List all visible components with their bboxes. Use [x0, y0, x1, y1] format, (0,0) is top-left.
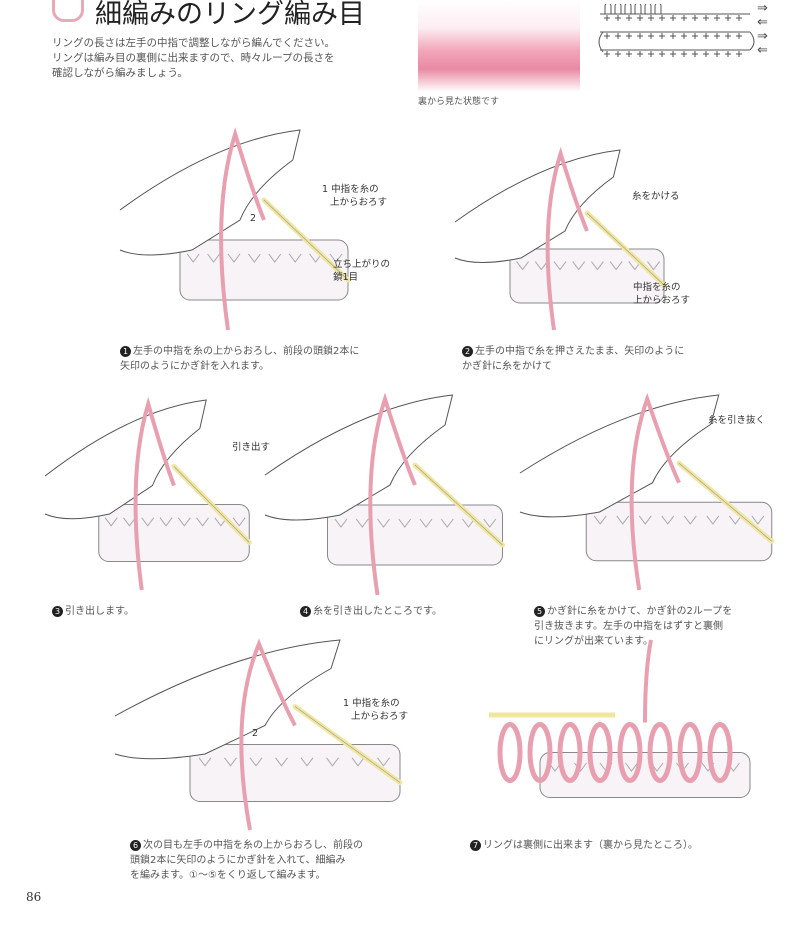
intro-line: 確認しながら編みましょう。 — [52, 67, 188, 79]
figure-label: 引き出す — [232, 442, 271, 453]
sample-photo — [418, 0, 580, 92]
figure-7 — [489, 639, 751, 798]
figure-label: 2 — [250, 213, 257, 224]
row-direction-arrows: ⇒ ⇐ ⇒ ⇐ — [757, 2, 768, 58]
figure-5 — [519, 392, 775, 591]
page-number: 86 — [26, 890, 42, 904]
figure-1 — [119, 127, 351, 331]
photo-caption: 裏から見た状態です — [418, 97, 500, 107]
arrow-left-icon: ⇐ — [757, 15, 768, 30]
figure-label: 1 中指を糸の上からおろす — [322, 184, 388, 208]
arrow-right-icon: ⇒ — [757, 1, 768, 16]
figure-label: 立ち上がりの鎖1目 — [333, 259, 391, 283]
section-number-badge — [52, 0, 84, 22]
figure-label: 糸をかける — [632, 191, 680, 202]
page-title: 細編みのリング編み目 — [95, 0, 365, 30]
figure-4 — [264, 392, 505, 596]
figure-label: 中指を糸の上からおろす — [633, 282, 691, 306]
arrow-right-icon: ⇒ — [757, 29, 768, 44]
arrow-left-icon: ⇐ — [757, 43, 768, 58]
intro-line: リングは編み目の裏側に出来ますので、時々ループの長さを — [52, 52, 335, 64]
figure-3 — [44, 396, 252, 591]
figure-label: 2 — [252, 728, 259, 739]
figure-label: 糸を引き抜く — [708, 415, 766, 426]
intro-line: リングの長さは左手の中指で調整しながら編んでください。 — [52, 37, 335, 49]
stitch-symbol-chart — [598, 4, 755, 57]
figure-2 — [454, 146, 667, 331]
intro-text: リングの長さは左手の中指で調整しながら編んでください。 リングは編み目の裏側に出… — [52, 36, 382, 81]
figure-label: 1 中指を糸の上からおろす — [343, 698, 409, 722]
figure-6 — [114, 638, 403, 831]
